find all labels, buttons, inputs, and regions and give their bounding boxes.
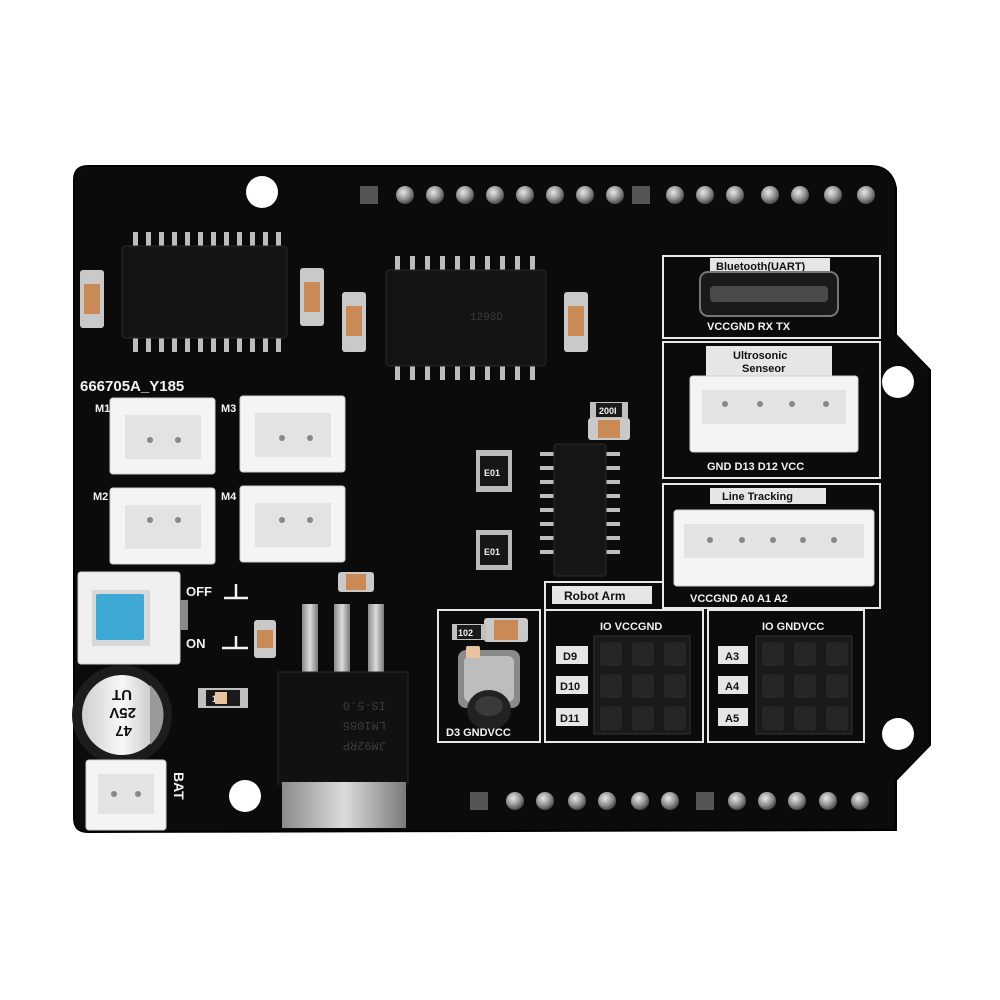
line-tracking-title: Line Tracking	[722, 491, 793, 503]
voltage-regulator: JM92RP LM1085 IS-5.0	[277, 604, 409, 828]
motor-label-m3: M3	[221, 403, 236, 415]
power-led	[215, 692, 227, 704]
smd-capacitors	[80, 268, 630, 658]
power-switch[interactable]	[77, 571, 188, 665]
robot-arm-right-pin-header[interactable]	[755, 635, 853, 735]
switch-on-symbol	[222, 636, 248, 650]
ir-receiver-pins: D3 GNDVCC	[446, 727, 511, 739]
robot-arm-row-a3: A3	[725, 651, 739, 663]
mounting-hole	[229, 780, 261, 812]
battery-label: BAT	[171, 772, 187, 800]
motor-driver-ic-center: 1298D	[385, 256, 547, 380]
regulator-voltage: IS-5.0	[343, 698, 386, 712]
switch-off-symbol	[224, 584, 248, 600]
motor-label-m2: M2	[93, 491, 108, 503]
pcb-substrate	[73, 165, 931, 834]
mounting-hole	[246, 176, 278, 208]
shift-register-ic	[540, 443, 620, 577]
switch-off-label: OFF	[186, 584, 212, 599]
electrolytic-capacitor: 47 25V UT	[72, 665, 172, 765]
motor-label-m4: M4	[221, 491, 237, 503]
bluetooth-section: Bluetooth(UART) VCCGND RX TX	[662, 255, 881, 339]
robot-arm-title: Robot Arm	[564, 589, 626, 603]
ultrasonic-title-line2: Senseor	[742, 363, 786, 375]
robot-arm-left-pin-header[interactable]	[593, 635, 691, 735]
motor-driver-ic-left	[121, 232, 288, 352]
ir-receiver-section: D3 GNDVCC	[437, 609, 541, 743]
ultrasonic-pins: GND D13 D12 VCC	[707, 461, 804, 473]
ultrasonic-title-line1: Ultrosonic	[733, 350, 787, 362]
line-tracking-section: Line Tracking VCCGND A0 A1 A2	[662, 483, 881, 609]
robot-arm-left-header: IO VCCGND	[600, 621, 662, 633]
robot-arm-section: Robot Arm IO VCCGND D9 D10 D11 IO GNDVCC…	[544, 581, 865, 743]
robot-arm-row-d11: D11	[560, 713, 580, 725]
svg-text:E01: E01	[484, 468, 500, 478]
capacitor-voltage: 25V	[109, 704, 136, 721]
robot-arm-row-d10: D10	[560, 681, 580, 693]
motor-connectors: M1 M3 M2 M4	[93, 395, 346, 565]
capacitor-value: 47	[115, 722, 132, 739]
regulator-part: LM1085	[343, 718, 386, 732]
ultrasonic-section: Ultrosonic Senseor GND D13 D12 VCC	[662, 341, 881, 479]
smd-resistors: 200I E01 E01 102 102	[198, 402, 628, 708]
svg-text:200I: 200I	[599, 406, 617, 416]
battery-connector[interactable]	[85, 759, 167, 831]
capacitor-series: UT	[112, 686, 132, 703]
robot-arm-row-d9: D9	[563, 651, 577, 663]
robot-arm-right-header: IO GNDVCC	[762, 621, 824, 633]
regulator-maker: JM92RP	[343, 738, 386, 752]
svg-text:102: 102	[458, 628, 473, 638]
mounting-hole	[882, 718, 914, 750]
motor-label-m1: M1	[95, 403, 110, 415]
switch-on-label: ON	[186, 636, 206, 651]
board-part-code: 666705A_Y185	[80, 378, 184, 395]
ic-marking: 1298D	[470, 312, 503, 324]
line-tracking-pins: VCCGND A0 A1 A2	[690, 593, 788, 605]
switch-button-cap[interactable]	[96, 594, 144, 640]
mounting-hole	[882, 366, 914, 398]
robot-arm-row-a4: A4	[725, 681, 740, 693]
bottom-header-pins	[470, 792, 869, 810]
robot-arm-row-a5: A5	[725, 713, 739, 725]
bluetooth-pins: VCCGND RX TX	[707, 321, 791, 333]
top-header-pins	[360, 186, 875, 204]
svg-text:E01: E01	[484, 547, 500, 557]
bluetooth-title: Bluetooth(UART)	[716, 261, 806, 273]
ir-receiver	[458, 646, 520, 730]
